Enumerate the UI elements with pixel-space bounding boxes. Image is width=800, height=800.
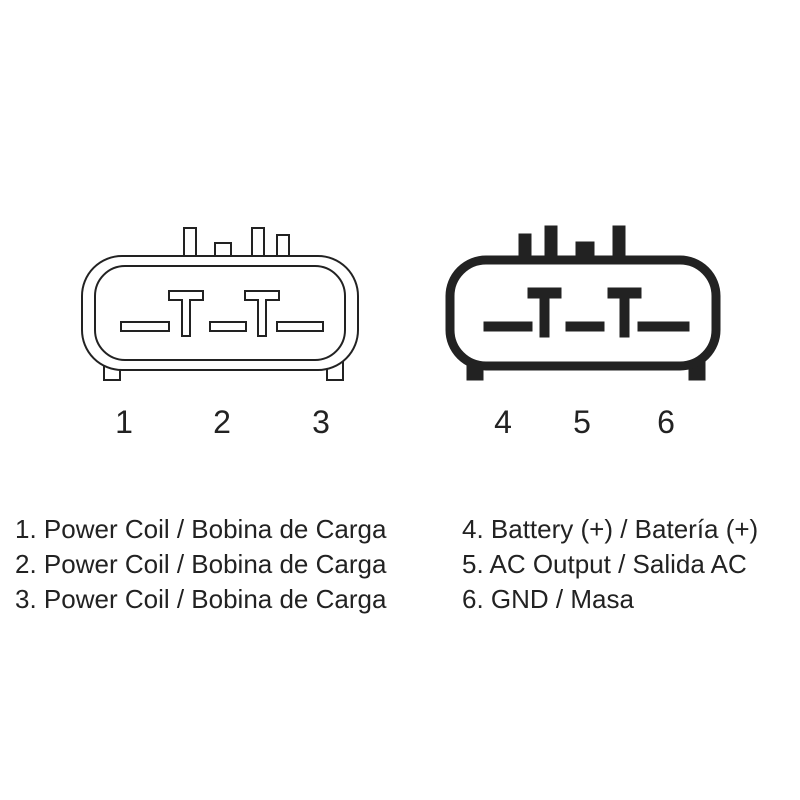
- legend-item: 4. Battery (+) / Batería (+): [462, 514, 759, 544]
- top-tab: [612, 225, 626, 261]
- pin-number: 2: [213, 404, 231, 440]
- legend-item: 6. GND / Masa: [462, 584, 634, 614]
- terminal-slot: [276, 321, 324, 332]
- t-terminal: [607, 287, 642, 338]
- legend-item: 1. Power Coil / Bobina de Carga: [15, 514, 387, 544]
- terminal-slot: [565, 321, 605, 332]
- t-terminal: [244, 290, 280, 337]
- top-tab: [544, 225, 558, 261]
- connector-left: [81, 227, 359, 381]
- top-tab: [183, 227, 197, 259]
- pin-number: 5: [573, 404, 591, 440]
- terminal-slot: [483, 321, 533, 332]
- connector-right: [445, 225, 721, 381]
- housing-inner: [94, 265, 346, 361]
- housing: [445, 255, 721, 371]
- connector-diagram: 1 2 3 4 5 6: [81, 225, 721, 440]
- legend-item: 5. AC Output / Salida AC: [462, 549, 747, 579]
- pin-number: 4: [494, 404, 512, 440]
- legend-column-left: 1. Power Coil / Bobina de Carga 2. Power…: [15, 512, 386, 617]
- pin-number: 1: [115, 404, 133, 440]
- legend-item: 3. Power Coil / Bobina de Carga: [15, 584, 387, 614]
- legend-item: 2. Power Coil / Bobina de Carga: [15, 549, 387, 579]
- t-terminal: [527, 287, 562, 338]
- pin-number: 6: [657, 404, 675, 440]
- top-tab: [251, 227, 265, 259]
- legend-column-right: 4. Battery (+) / Batería (+) 5. AC Outpu…: [462, 512, 758, 617]
- terminal-slot: [209, 321, 247, 332]
- top-tab: [276, 234, 290, 259]
- pin-number: 3: [312, 404, 330, 440]
- pin-legend: 1. Power Coil / Bobina de Carga 2. Power…: [0, 512, 800, 632]
- t-terminal: [168, 290, 204, 337]
- terminal-slot: [120, 321, 170, 332]
- terminal-slot: [637, 321, 690, 332]
